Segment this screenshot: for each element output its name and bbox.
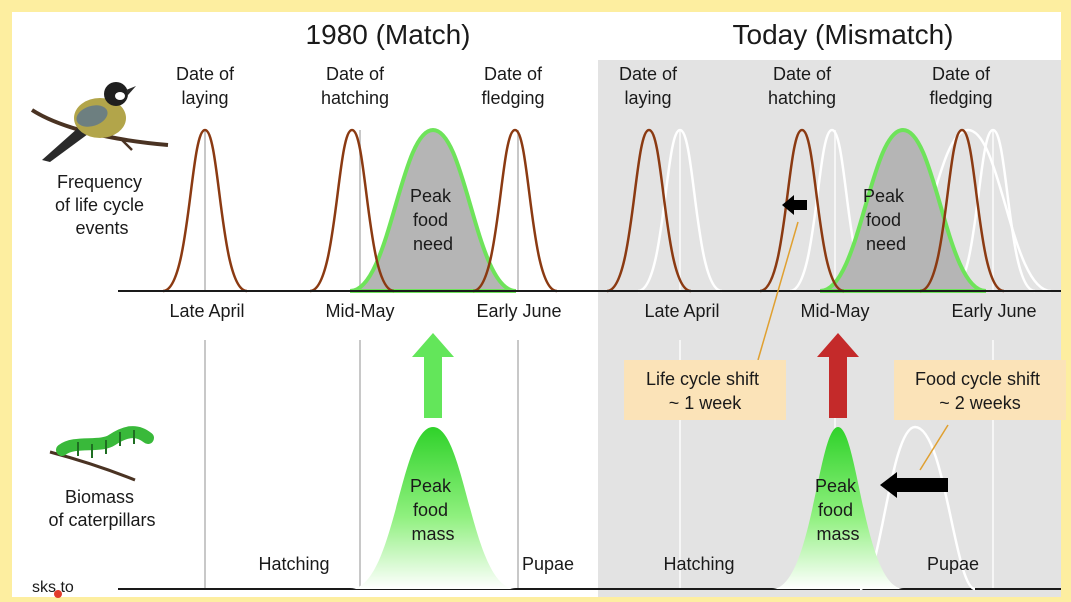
left-hatching-stage-label: Hatching bbox=[258, 554, 329, 574]
right-early-june-label: Early June bbox=[951, 301, 1036, 321]
bird-cheek bbox=[115, 92, 125, 100]
left-peak-food-mass-label: Peak food mass bbox=[410, 476, 456, 544]
left-bird-curves bbox=[162, 128, 558, 293]
bird-beak bbox=[126, 86, 136, 95]
right-mid-may-label: Mid-May bbox=[800, 301, 869, 321]
bird-tail bbox=[42, 128, 88, 162]
ghost-food-mass-curve bbox=[859, 425, 976, 591]
right-hatching-curve bbox=[759, 128, 845, 293]
food-cycle-callout-leader bbox=[919, 424, 949, 471]
life-cycle-callout-box bbox=[624, 360, 786, 420]
life-cycle-shift-arrow-icon bbox=[782, 195, 807, 215]
right-laying-curve bbox=[606, 128, 692, 293]
right-bird-curves bbox=[606, 128, 1005, 293]
credit-text: sks.to bbox=[32, 579, 74, 596]
right-fledging-curve bbox=[919, 128, 1005, 293]
left-peak-food-mass-curve bbox=[350, 427, 516, 589]
life-cycle-callout-text: Life cycle shift ~ 1 week bbox=[646, 369, 764, 413]
left-early-june-label: Early June bbox=[476, 301, 561, 321]
left-hatching-curve bbox=[309, 128, 395, 293]
caterpillar-body bbox=[56, 426, 154, 456]
right-peak-food-need-curve bbox=[819, 127, 987, 293]
mismatch-arrow-icon bbox=[817, 333, 859, 418]
frequency-axis-label: Frequency of life cycle events bbox=[55, 172, 149, 238]
match-arrow-icon bbox=[412, 333, 454, 418]
left-laying-curve bbox=[162, 128, 248, 293]
food-cycle-callout-box bbox=[894, 360, 1066, 420]
left-fledging-curve bbox=[472, 128, 558, 293]
food-cycle-shift-callout: Food cycle shift ~ 2 weeks bbox=[894, 360, 1066, 420]
right-pupae-stage-label: Pupae bbox=[927, 554, 979, 574]
food-cycle-callout-text: Food cycle shift ~ 2 weeks bbox=[915, 369, 1045, 413]
right-peak-food-mass-label: Peak food mass bbox=[815, 476, 861, 544]
left-peak-food-need-label: Peak food need bbox=[410, 186, 456, 254]
left-pupae-stage-label: Pupae bbox=[522, 554, 574, 574]
right-late-april-label: Late April bbox=[644, 301, 719, 321]
left-mid-may-label: Mid-May bbox=[325, 301, 394, 321]
right-peak-food-mass-curve bbox=[772, 427, 904, 589]
life-cycle-shift-callout: Life cycle shift ~ 1 week bbox=[624, 360, 786, 420]
timeline-date-labels: Late April Mid-May Early June Late April… bbox=[169, 301, 1036, 321]
ghost-fledging-curve bbox=[950, 128, 1036, 293]
right-panel-title: Today (Mismatch) bbox=[733, 19, 954, 50]
food-cycle-shift-arrow-icon bbox=[880, 472, 948, 498]
bird-wing bbox=[76, 105, 108, 127]
right-hatching-stage-label: Hatching bbox=[663, 554, 734, 574]
credit-logo-dot bbox=[54, 590, 62, 598]
biomass-axis-label: Biomass of caterpillars bbox=[48, 487, 155, 530]
life-cycle-callout-leader bbox=[757, 221, 799, 361]
ghost-laying-curve bbox=[637, 128, 723, 293]
caterpillar-stripes bbox=[77, 430, 135, 458]
left-late-april-label: Late April bbox=[169, 301, 244, 321]
caterpillar-illustration bbox=[49, 426, 154, 482]
right-peak-food-need-label: Peak food need bbox=[863, 186, 909, 254]
left-panel-title: 1980 (Match) bbox=[306, 19, 471, 50]
bird-illustration bbox=[30, 82, 169, 162]
